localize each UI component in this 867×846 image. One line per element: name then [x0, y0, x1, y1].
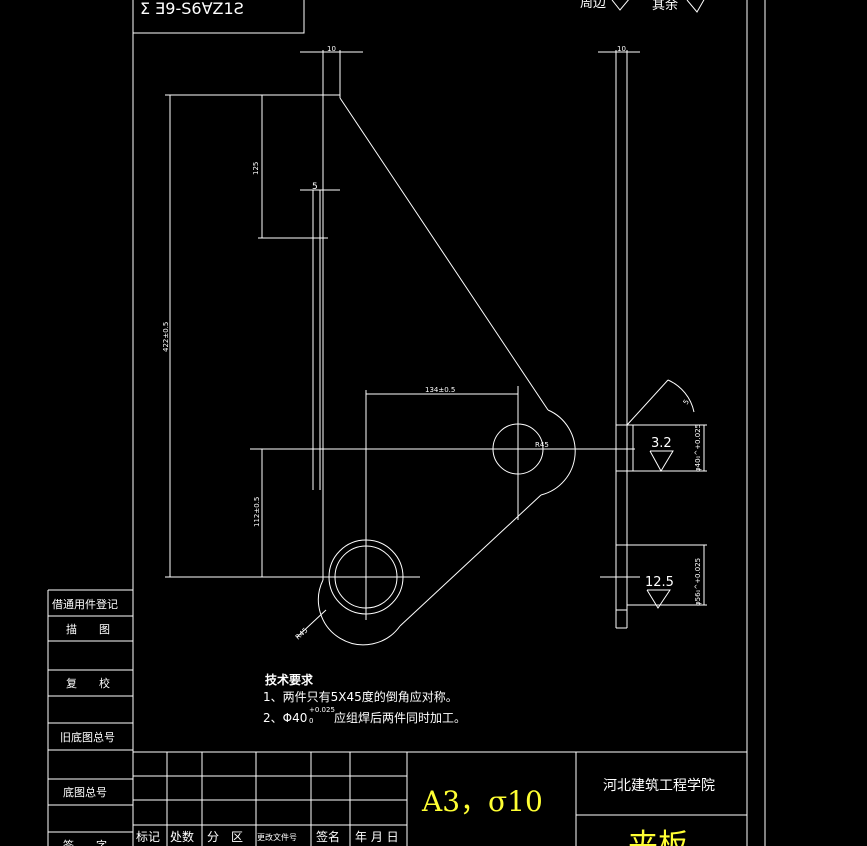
- dim-thickness-side: 10: [617, 45, 626, 53]
- dim-slot-width: 5: [312, 182, 318, 192]
- front-view-outline: [312, 50, 576, 646]
- roughness-rest-label: 其余: [652, 0, 678, 13]
- roughness-lower-value: 12.5: [645, 575, 674, 590]
- roughness-symbols: [611, 0, 705, 609]
- dim-hole-spacing: 134±0.5: [425, 386, 455, 394]
- strip-base-no: 底图总号: [63, 785, 107, 799]
- dim-thickness-front: 10: [327, 45, 336, 53]
- school-name: 河北建筑工程学院: [603, 778, 715, 794]
- tech-line-1: 1、两件只有5X45度的倒角应对称。: [263, 689, 458, 704]
- strip-old-base-no: 旧底图总号: [60, 730, 115, 744]
- dim-chamfer: 5: [682, 398, 691, 406]
- roughness-upper-value: 3.2: [651, 436, 672, 451]
- title-block-grid: [133, 751, 747, 846]
- strip-signature: 签 字: [63, 838, 107, 846]
- top-code-text: Σ Ǝ9-S6∀Z1Ƨ: [140, 0, 244, 18]
- tech-title: 技术要求: [265, 672, 314, 687]
- tb-header-count: 处数: [170, 829, 194, 844]
- dim-total-height: 422±0.5: [162, 322, 170, 352]
- tb-header-signature: 签名: [316, 829, 340, 844]
- side-view-outline: [598, 50, 707, 629]
- dim-lower-height: 112±0.5: [253, 497, 261, 527]
- tb-header-change-doc: 更改文件号: [257, 832, 297, 842]
- roughness-surround-label: 周边: [580, 0, 606, 11]
- tech-line-2-suffix: 应组焊后两件同时加工。: [334, 710, 466, 725]
- dim-bore-lower: φ56₀^+0.025: [694, 558, 702, 606]
- center-lines: [165, 94, 635, 620]
- tb-header-zone: 分 区: [207, 830, 243, 844]
- material-spec: A3，σ10: [421, 785, 543, 818]
- dim-slot-depth: 125: [252, 162, 260, 175]
- tb-header-mark: 标记: [136, 830, 160, 844]
- top-code-box: [133, 0, 305, 34]
- tb-header-date: 年 月 日: [355, 830, 399, 844]
- tech-line-2-sub: 0: [309, 717, 313, 725]
- dim-radius-lower: R45: [294, 626, 310, 641]
- strip-trace: 描 图: [66, 622, 110, 636]
- part-name: 夹板: [628, 828, 688, 846]
- dim-radius-upper: R45: [535, 441, 549, 449]
- tech-line-2-sup: +0.025: [309, 706, 335, 714]
- dimension-lines: [169, 51, 518, 638]
- strip-borrow-register: 借通用件登记: [52, 597, 118, 611]
- tech-line-2-prefix: 2、Φ40: [263, 711, 307, 725]
- left-strip-grid: [47, 589, 133, 846]
- dim-bore-upper: φ40₀^+0.025: [694, 424, 702, 472]
- strip-recheck: 复 校: [66, 676, 110, 690]
